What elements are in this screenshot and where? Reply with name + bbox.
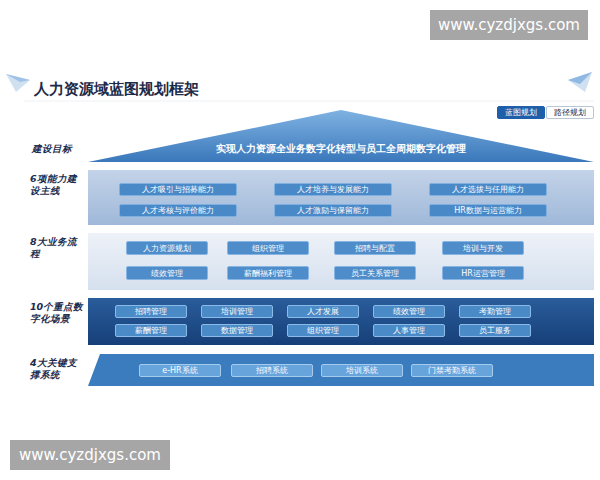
item-box: 门禁考勤系统 xyxy=(411,364,493,377)
item-text: 薪酬管理 xyxy=(135,325,167,336)
row-heading: 10个重点数字化场景 xyxy=(30,301,84,325)
item-box: 员工关系管理 xyxy=(334,266,416,280)
item-box: 人事管理 xyxy=(373,324,445,337)
base-trapezoid xyxy=(88,354,594,386)
item-text: 考勤管理 xyxy=(479,306,511,317)
row-heading: 建设目标 xyxy=(32,143,86,155)
item-box: 员工服务 xyxy=(459,324,531,337)
item-text: 数据管理 xyxy=(221,325,253,336)
item-text: e-HR系统 xyxy=(162,365,197,376)
item-box: 人才激励与保留能力 xyxy=(274,204,392,217)
row-heading: 8大业务流程 xyxy=(30,236,84,260)
item-text: 薪酬福利管理 xyxy=(244,268,292,279)
item-box: 招聘管理 xyxy=(115,305,187,318)
item-box: 培训管理 xyxy=(201,305,273,318)
tab-text: 路径规划 xyxy=(554,108,586,118)
paper-plane xyxy=(6,74,30,82)
item-box: 培训系统 xyxy=(321,364,403,377)
item-text: 人力资源规划 xyxy=(143,243,191,254)
item-box: 人才发展 xyxy=(287,305,359,318)
rule-line xyxy=(24,101,594,102)
item-text: 组织管理 xyxy=(252,243,284,254)
item-text: 人才培养与发展能力 xyxy=(297,184,369,195)
item-text: 招聘与配置 xyxy=(355,243,395,254)
item-text: 门禁考勤系统 xyxy=(428,365,476,376)
item-box: 薪酬福利管理 xyxy=(227,266,309,280)
item-box: 绩效管理 xyxy=(373,305,445,318)
item-text: 招聘管理 xyxy=(135,306,167,317)
item-box: HR数据与运营能力 xyxy=(429,204,547,217)
item-text: HR运营管理 xyxy=(461,268,505,279)
item-text: 人才激励与保留能力 xyxy=(297,205,369,216)
item-text: 组织管理 xyxy=(307,325,339,336)
item-text: 招聘系统 xyxy=(256,365,288,376)
item-text: 培训系统 xyxy=(346,365,378,376)
layer-band: 10个重点数字化场景招聘管理培训管理人才发展绩效管理考勤管理薪酬管理数据管理组织… xyxy=(88,298,594,345)
watermark: www.cyzdjxgs.com xyxy=(10,440,170,470)
item-text: 人才考核与评价能力 xyxy=(142,205,214,216)
item-text: 绩效管理 xyxy=(393,306,425,317)
layer-band: 6项能力建设主线人才吸引与招募能力人才培养与发展能力人才选拔与任用能力人才考核与… xyxy=(88,170,594,225)
item-box: 人才选拔与任用能力 xyxy=(429,183,547,196)
item-text: 绩效管理 xyxy=(151,268,183,279)
row-heading: 6项能力建设主线 xyxy=(30,173,84,197)
item-box: 培训与开发 xyxy=(442,241,524,255)
goal-text: 实现人力资源全业务数字化转型与员工全周期数字化管理 xyxy=(88,142,594,156)
item-box: 数据管理 xyxy=(201,324,273,337)
row-heading: 4大关键支撑系统 xyxy=(30,357,84,381)
item-box: 绩效管理 xyxy=(126,266,208,280)
layer-band: 8大业务流程人力资源规划组织管理招聘与配置培训与开发绩效管理薪酬福利管理员工关系… xyxy=(88,233,594,290)
item-text: 培训与开发 xyxy=(463,243,503,254)
item-text: HR数据与运营能力 xyxy=(454,205,522,216)
tab-button: 路径规划 xyxy=(546,106,594,119)
item-text: 员工服务 xyxy=(479,325,511,336)
paper-plane xyxy=(568,72,592,92)
support-band: 4大关键支撑系统e-HR系统招聘系统培训系统门禁考勤系统 xyxy=(88,354,594,386)
tab-text: 蓝图规划 xyxy=(505,108,537,118)
item-box: HR运营管理 xyxy=(442,266,524,280)
item-text: 人才发展 xyxy=(307,306,339,317)
item-box: 人才培养与发展能力 xyxy=(274,183,392,196)
item-box: 人才考核与评价能力 xyxy=(119,204,237,217)
item-box: 组织管理 xyxy=(227,241,309,255)
item-box: 招聘系统 xyxy=(231,364,313,377)
item-box: 人力资源规划 xyxy=(126,241,208,255)
paper-plane xyxy=(6,74,30,92)
diagram-title: 人力资源域蓝图规划框架 xyxy=(34,80,199,99)
item-box: 人才吸引与招募能力 xyxy=(119,183,237,196)
item-text: 培训管理 xyxy=(221,306,253,317)
item-box: 薪酬管理 xyxy=(115,324,187,337)
watermark: www.cyzdjxgs.com xyxy=(430,10,588,40)
item-text: 人事管理 xyxy=(393,325,425,336)
item-box: 招聘与配置 xyxy=(334,241,416,255)
item-box: 组织管理 xyxy=(287,324,359,337)
item-text: 人才选拔与任用能力 xyxy=(452,184,524,195)
item-text: 人才吸引与招募能力 xyxy=(142,184,214,195)
paper-plane xyxy=(568,72,592,84)
item-text: 员工关系管理 xyxy=(351,268,399,279)
tab-button: 蓝图规划 xyxy=(497,106,545,119)
item-box: e-HR系统 xyxy=(139,364,221,377)
item-box: 考勤管理 xyxy=(459,305,531,318)
